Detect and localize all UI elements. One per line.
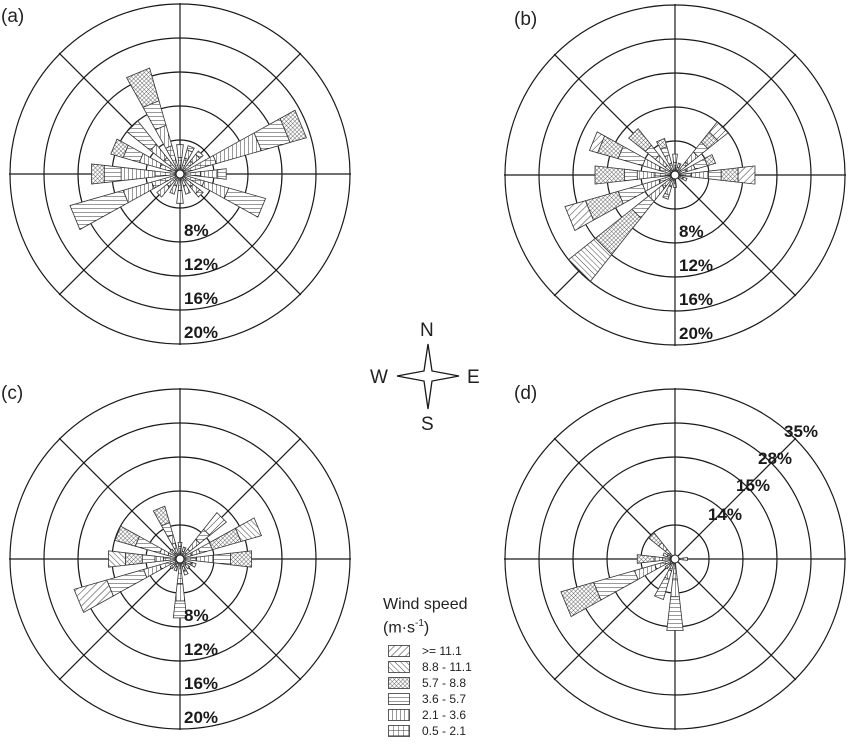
petal-WNW — [588, 131, 673, 175]
compass-rose: N E S W — [360, 320, 500, 440]
legend-swatch-fwd-diag — [388, 645, 410, 658]
petal-SE — [181, 560, 191, 570]
wind-rose-chart-c: 8% 12% 16% 20% — [9, 388, 351, 730]
ring-label: 14% — [708, 505, 742, 524]
petal-NW — [647, 531, 674, 558]
legend-swatch-grid — [388, 725, 410, 738]
petal-ENE — [677, 153, 717, 175]
petal-NE — [181, 150, 204, 173]
ring-label: 8% — [184, 221, 209, 240]
legend-label: 5.7 - 8.8 — [422, 676, 467, 691]
panel-label-c: (c) — [1, 383, 24, 404]
petal-WNW — [110, 138, 178, 174]
petal-NE — [181, 512, 227, 558]
ring-label: 15% — [736, 476, 770, 495]
petal-S — [666, 562, 684, 631]
petal-NNE — [180, 546, 187, 557]
petal-S — [673, 178, 677, 188]
ring-label: 8% — [679, 222, 704, 241]
legend-label: 2.1 - 3.6 — [422, 708, 467, 723]
compass-east-label: E — [467, 367, 480, 388]
compass-south-label: S — [421, 414, 434, 435]
legend-label: >= 11.1 — [422, 644, 462, 659]
ring-label: 16% — [184, 674, 218, 693]
petal-SSW — [662, 177, 675, 200]
petal-ENE — [182, 109, 307, 174]
petal-WSW — [73, 559, 178, 614]
petal-E — [183, 550, 252, 568]
petal-NNE — [180, 145, 195, 172]
petal-WSW — [69, 174, 178, 231]
petal-NW — [628, 128, 674, 174]
legend-item: 3.6 - 5.7 — [383, 691, 493, 707]
legend-item: 8.8 - 11.1 — [383, 659, 493, 675]
legend-item: 5.7 - 8.8 — [383, 675, 493, 691]
petal-SW — [568, 176, 674, 282]
petal-SSW — [173, 561, 180, 572]
petal-WSW — [564, 175, 673, 232]
legend-swatch-dots — [388, 677, 410, 690]
legend-label: 8.8 - 11.1 — [422, 660, 472, 675]
petal-NE — [676, 121, 729, 174]
petal-NNW — [656, 137, 675, 173]
wind-rose-chart-d: 14% 15% 28% 35% — [504, 388, 846, 730]
petal-ENE — [182, 517, 263, 559]
legend-title: Wind speed — [383, 596, 468, 613]
legend-swatch-vert — [388, 709, 410, 722]
ring-label: 16% — [184, 289, 218, 308]
legend-swatch-horiz — [388, 693, 410, 706]
ring-label: 12% — [184, 255, 218, 274]
petal-W — [594, 165, 672, 185]
petal-ESE — [182, 174, 267, 218]
compass-north-label: N — [420, 320, 434, 341]
petal-W — [636, 554, 672, 564]
petal-S — [172, 562, 188, 619]
petal-E — [678, 557, 688, 561]
ring-label: 8% — [184, 606, 209, 625]
ring-label: 20% — [184, 323, 218, 342]
panel-label-d: (d) — [514, 383, 538, 404]
compass-west-label: W — [370, 367, 388, 388]
wind-rose-panel-c: 8% 12% 16% 20% (c) — [0, 383, 360, 743]
legend-label: 3.6 - 5.7 — [422, 692, 467, 707]
legend-swatch-back-diag — [388, 661, 410, 674]
wind-rose-chart-b: 8% 12% 16% 20% — [504, 4, 846, 346]
petal-E — [183, 168, 227, 180]
petal-ESE — [677, 175, 688, 182]
ring-label: 20% — [679, 324, 713, 343]
petal-W — [91, 163, 177, 185]
ring-label: 35% — [784, 422, 818, 441]
legend-label: 0.5 - 2.1 — [422, 724, 467, 739]
petal-NNW — [125, 67, 180, 172]
ring-label: 16% — [679, 290, 713, 309]
petal-NNE — [675, 162, 682, 173]
ring-label: 12% — [679, 256, 713, 275]
ring-label: 20% — [184, 708, 218, 727]
panel-label-a: (a) — [1, 6, 25, 27]
petal-SE — [181, 175, 204, 198]
wind-rose-chart-a: 8% 12% 16% 20% — [9, 3, 351, 345]
petal-WSW — [560, 559, 673, 618]
petal-W — [108, 550, 177, 568]
petal-NW — [126, 120, 179, 173]
wind-rose-panel-b: 8% 12% 16% 20% (b) — [495, 0, 850, 355]
legend-item: 0.5 - 2.1 — [383, 723, 493, 739]
petal-WNW — [114, 525, 178, 559]
petal-WNW — [662, 552, 673, 559]
compass-star-icon — [396, 343, 460, 410]
wind-rose-panel-d: 14% 15% 28% 35% (d) — [495, 383, 850, 743]
legend-item: >= 11.1 — [383, 643, 493, 659]
petal-NW — [169, 548, 179, 558]
wind-rose-panel-a: 8% 12% 16% 20% (a) — [0, 0, 360, 355]
legend-unit: (m·s-1) — [383, 618, 430, 637]
legend-item: 2.1 - 3.6 — [383, 707, 493, 723]
petal-E — [678, 165, 756, 185]
ring-label: 28% — [758, 449, 792, 468]
panel-label-b: (b) — [514, 9, 538, 30]
ring-label: 12% — [184, 640, 218, 659]
